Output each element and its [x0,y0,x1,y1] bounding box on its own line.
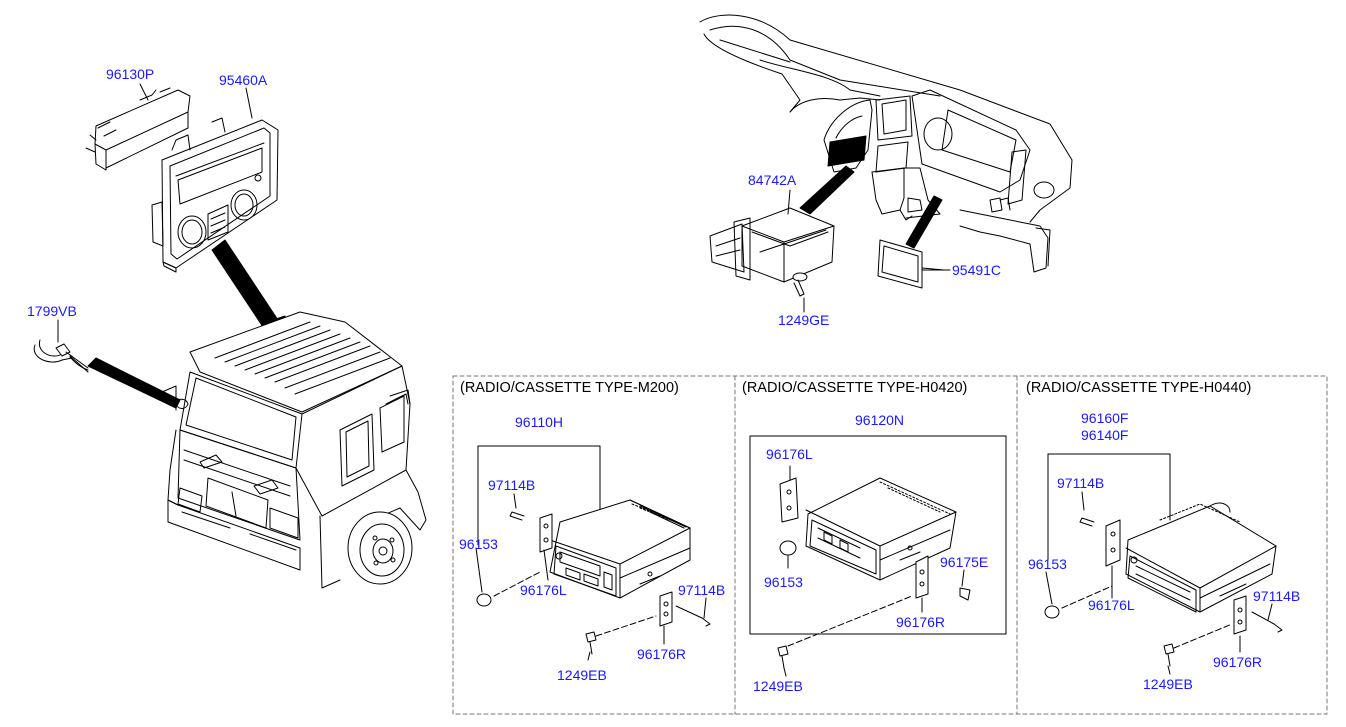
label-1249GE: 1249GE [778,312,830,328]
label-96130P: 96130P [106,66,155,82]
label-96175E: 96175E [940,554,989,570]
label-1249EB-m200: 1249EB [557,667,607,683]
label-1249EB-h0440: 1249EB [1143,676,1193,692]
label-97114B-top-h0440: 97114B [1057,475,1105,491]
section-title-h0420: (RADIO/CASSETTE TYPE-H0420) [742,380,968,396]
leader-panel-to-box [799,165,855,215]
storage-box-drawing [709,207,835,283]
label-96110H: 96110H [515,414,564,430]
leader-console-to-cab [211,239,279,331]
label-96160F: 96160F [1081,410,1129,426]
label-96140F: 96140F [1081,427,1129,443]
radio-m200-drawing [476,445,711,655]
label-96176L-m200: 96176L [520,582,567,598]
leader-tie-to-cab [87,357,181,409]
cable-tie-drawing [33,339,89,373]
label-96176L-h0420: 96176L [766,446,813,462]
leader-panel-to-plate [905,195,943,249]
label-96120N: 96120N [855,412,905,428]
label-97114B-top-m200: 97114B [488,477,536,493]
radio-h0420-drawing [749,435,1007,669]
instrument-panel-drawing [699,14,1073,273]
label-96153-h0440: 96153 [1028,556,1067,572]
overhead-console-drawing [151,117,279,273]
section-frames [452,375,1328,715]
label-96153-m200: 96153 [459,536,498,552]
label-84742A: 84742A [748,172,797,188]
radio-h0440-drawing [1044,453,1283,667]
truck-cab-drawing [161,311,427,589]
label-1799VB: 1799VB [27,303,77,319]
section-title-m200: (RADIO/CASSETTE TYPE-M200) [460,380,679,396]
lamp-lens-drawing [85,87,191,171]
label-95491C: 95491C [952,262,1002,278]
plate-95491C-drawing [877,239,945,289]
label-97114B-right-h0440: 97114B [1253,588,1301,604]
label-96176R-h0440: 96176R [1213,654,1263,670]
section-title-h0440: (RADIO/CASSETTE TYPE-H0440) [1026,380,1252,396]
label-96176R-m200: 96176R [637,646,687,662]
label-96153-h0420: 96153 [764,574,803,590]
label-1249EB-h0420: 1249EB [753,678,803,694]
screw-1249GE-drawing [792,272,808,297]
label-96176L-h0440: 96176L [1088,597,1135,613]
label-95460A: 95460A [219,72,268,88]
label-96176R-h0420: 96176R [896,614,946,630]
label-97114B-right-m200: 97114B [678,582,726,598]
label-leaders [57,83,1273,677]
